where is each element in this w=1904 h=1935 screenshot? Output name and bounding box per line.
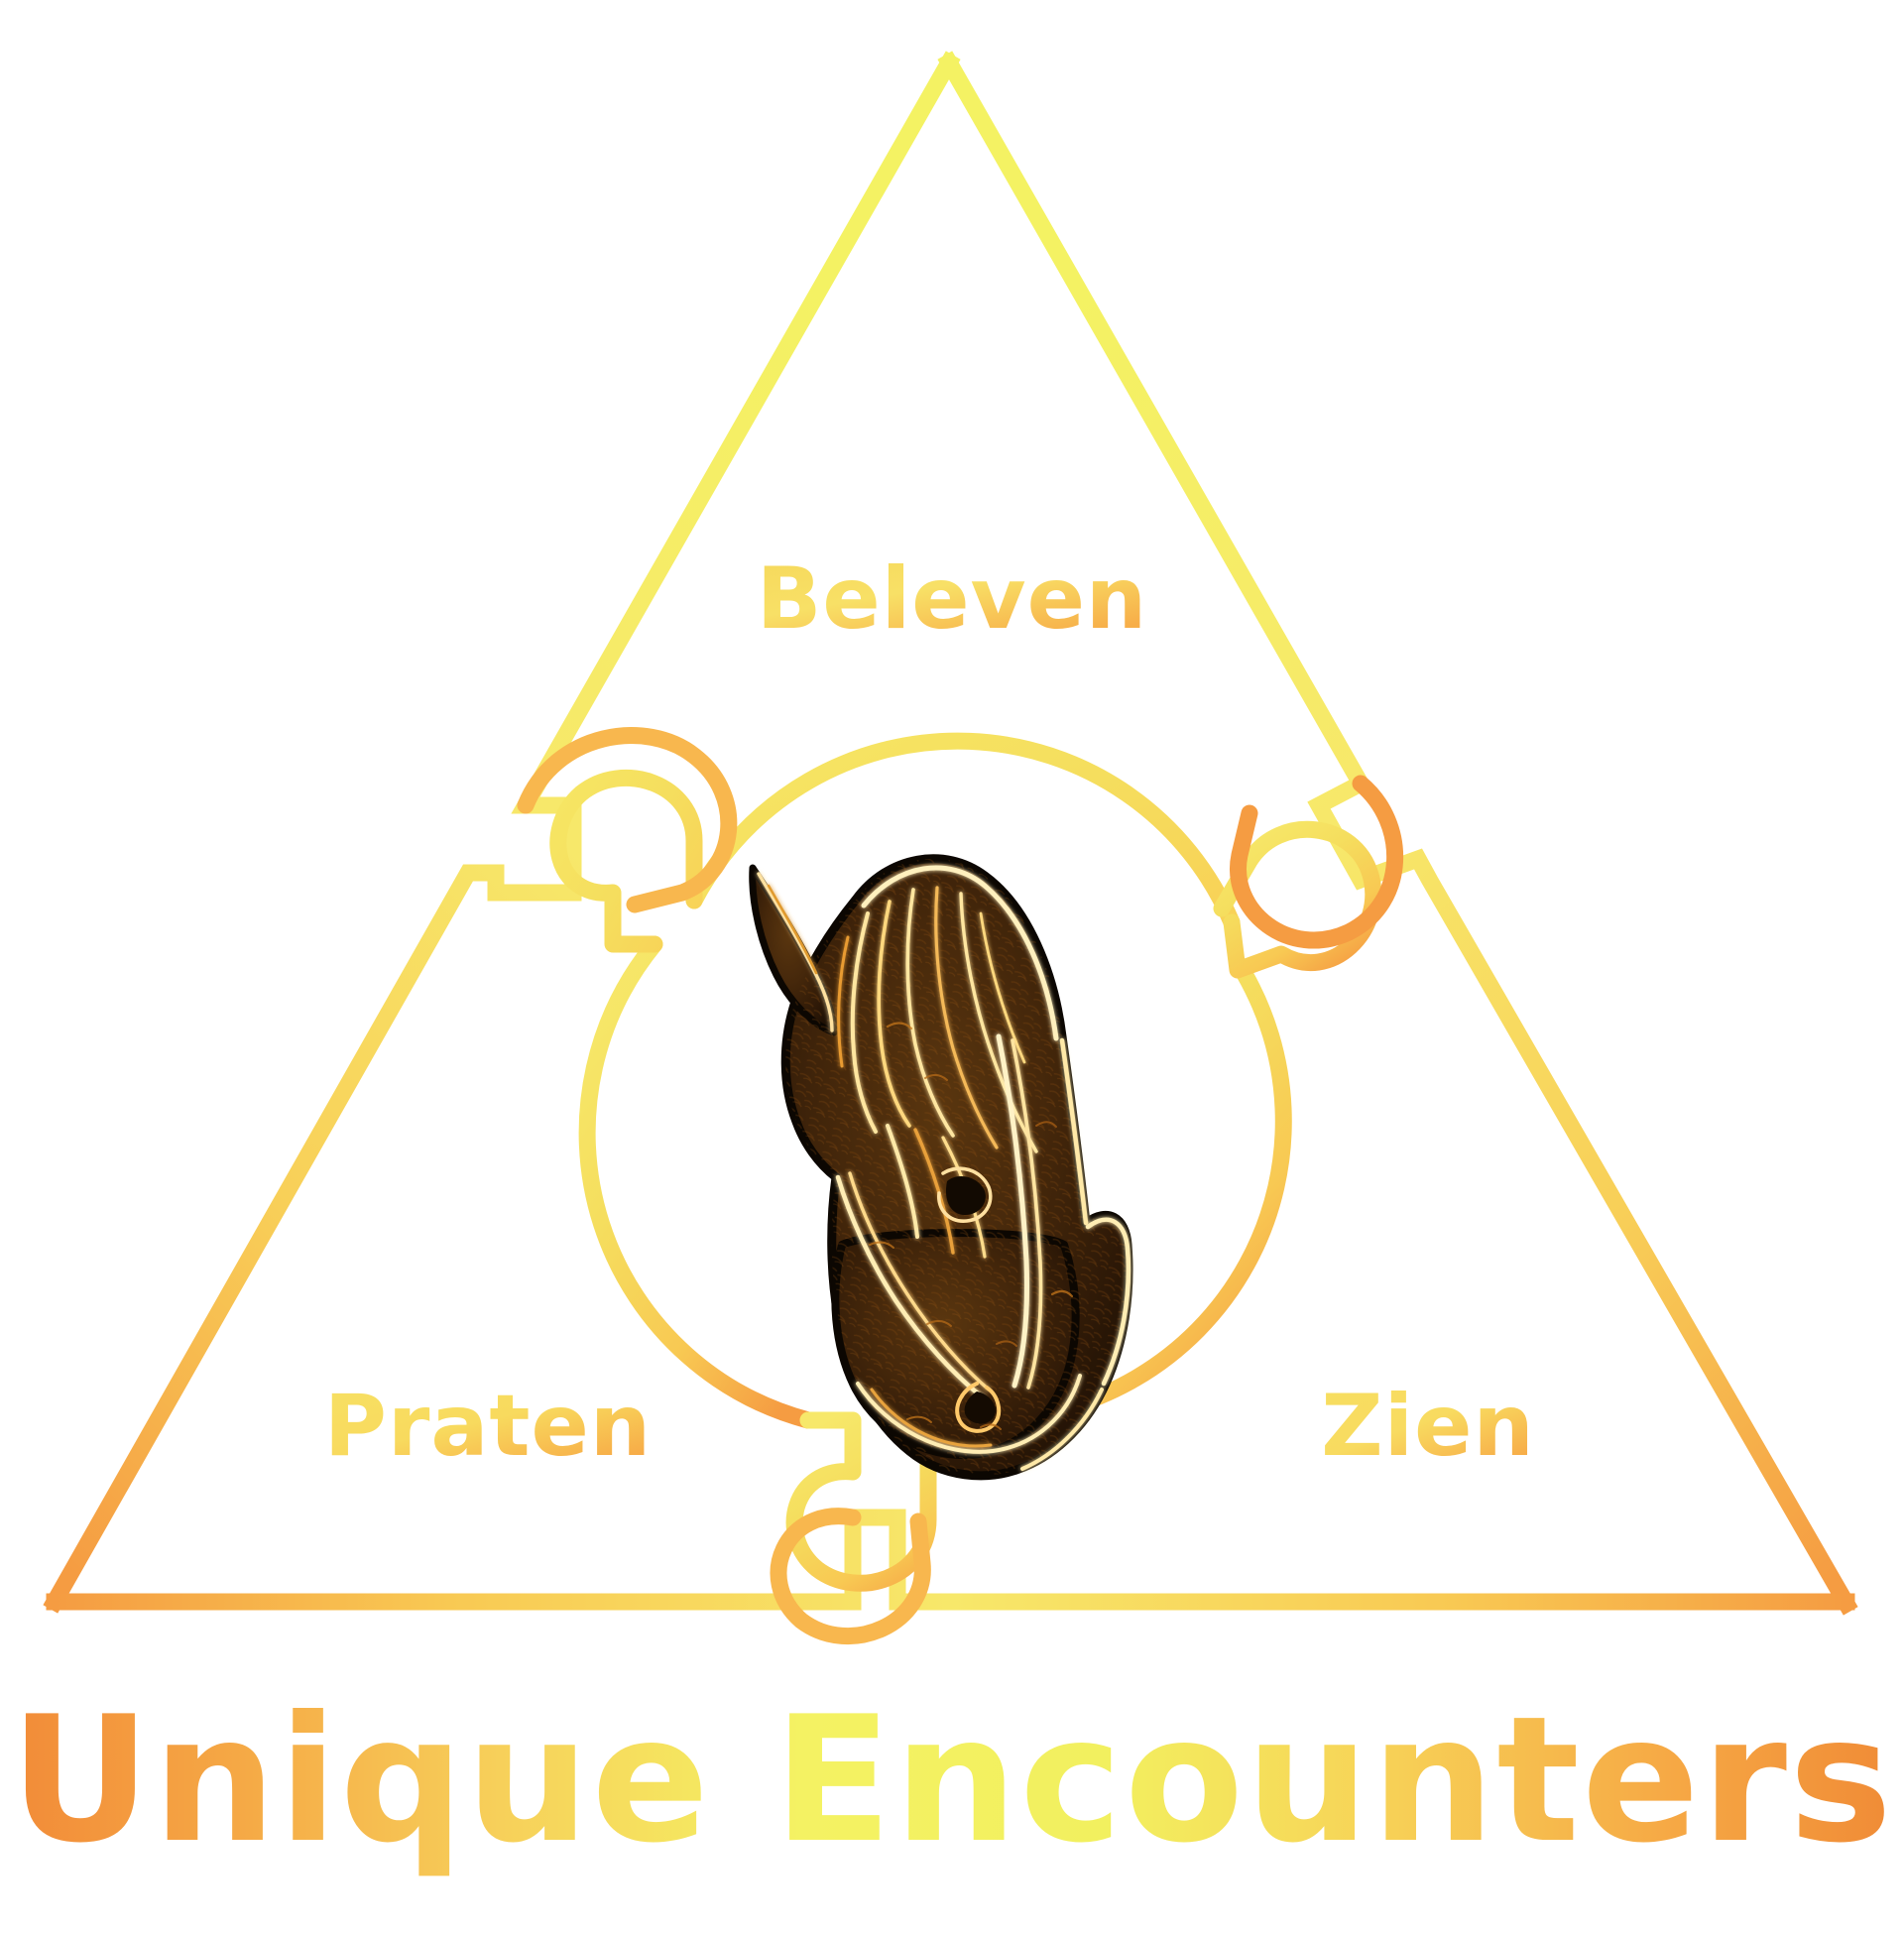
triangle-edge-bottom — [46, 1509, 1855, 1611]
pillar-label-praten: Praten — [324, 1377, 652, 1476]
pillar-label-zien: Zien — [1321, 1377, 1534, 1476]
pillar-label-beleven: Beleven — [757, 549, 1147, 649]
horse-eye — [937, 1166, 993, 1223]
horse-nostril — [955, 1382, 1002, 1433]
puzzle-connector-outline-group — [517, 727, 1404, 1645]
circle-arc-top — [685, 732, 1241, 931]
puzzle-outline-top-right — [1230, 775, 1404, 949]
circle-arc-left — [578, 935, 817, 1429]
horse-ear-highlight — [757, 872, 834, 1032]
horse-head-illustration — [749, 854, 1133, 1481]
puzzle-tab-top-left — [549, 770, 703, 953]
horse-jaw-highlight — [856, 1374, 1082, 1454]
puzzle-tab-top-right — [1213, 820, 1382, 979]
horse-rim-light — [861, 865, 1131, 1471]
brand-wordmark: Unique Encounters — [10, 1680, 1894, 1881]
horse-mane-strands — [837, 886, 1038, 1153]
puzzle-outline-top-left — [517, 727, 738, 913]
horse-face-contours — [835, 1033, 1043, 1400]
puzzle-outline-bottom — [770, 1508, 931, 1645]
horse-coat-embers — [869, 1022, 1074, 1430]
